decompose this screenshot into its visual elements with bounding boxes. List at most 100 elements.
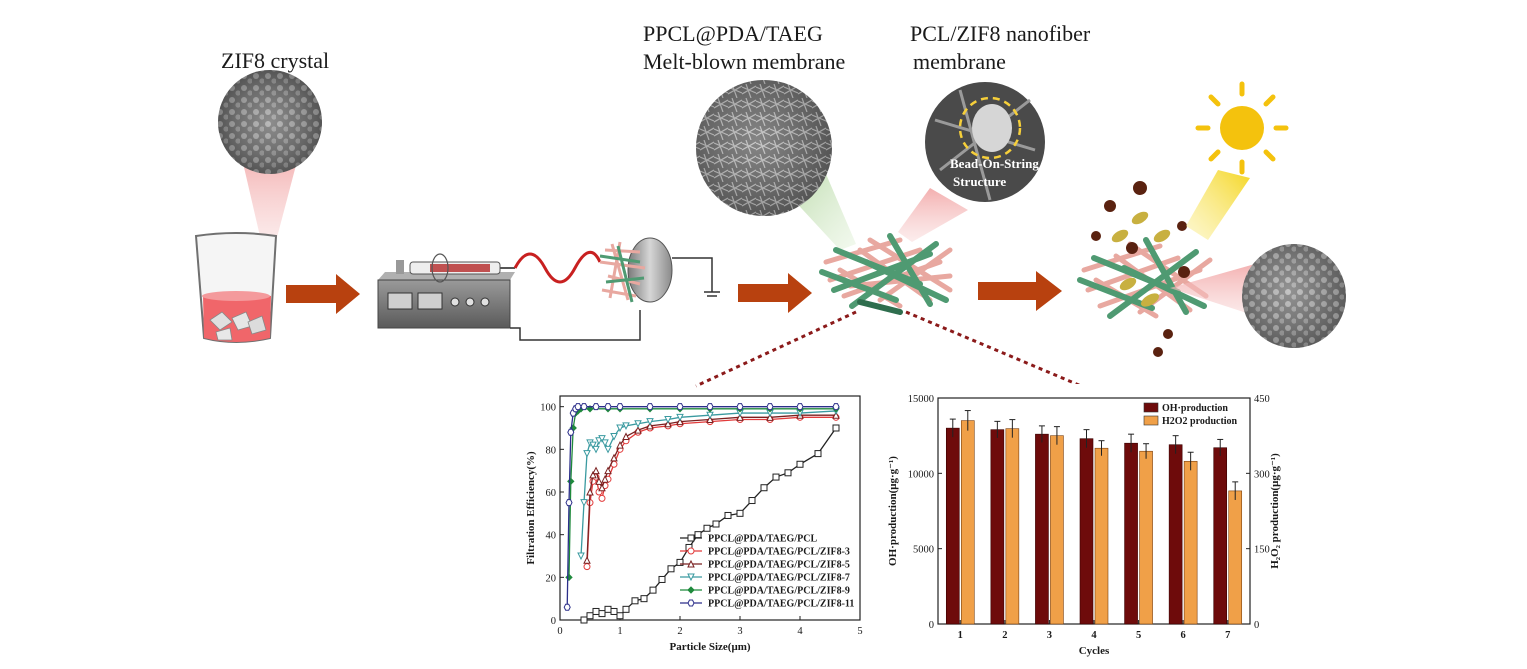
data-point (832, 424, 840, 432)
data-point (580, 616, 588, 624)
data-point (676, 417, 684, 426)
y-tick-label: 60 (546, 488, 557, 499)
legend-marker (687, 547, 695, 555)
connector-left (695, 310, 857, 388)
data-point (622, 432, 630, 441)
legend-marker (687, 573, 695, 582)
x-tick-label: 4 (797, 626, 803, 637)
data-point (610, 433, 618, 441)
x-tick-label: 2 (1002, 630, 1007, 641)
legend-entry: PPCL@PDA/TAEG/PCL/ZIF8-7 (708, 573, 850, 584)
data-point (604, 466, 612, 475)
data-point (814, 450, 822, 458)
y-axis-label: OH·production(μg·g⁻¹) (887, 456, 899, 566)
data-point (760, 484, 768, 492)
y-tick-label: 20 (546, 573, 557, 584)
data-point (646, 403, 654, 411)
data-point (712, 520, 720, 528)
data-point (592, 403, 600, 411)
data-point (586, 487, 594, 496)
y-tick-label: 0 (929, 620, 934, 631)
series-4 (577, 407, 840, 561)
data-point (646, 418, 654, 426)
y-right-tick-label: 450 (1254, 394, 1270, 405)
nanofiber-label-line2: membrane (913, 49, 1006, 74)
electrospinning-device-icon (377, 251, 641, 341)
data-point (595, 477, 603, 485)
data-point (565, 499, 573, 507)
legend-entry: PPCL@PDA/TAEG/PCL/ZIF8-9 (708, 586, 850, 597)
plot-frame (937, 397, 1251, 625)
photocatalytic-membrane (1077, 181, 1213, 357)
data-point (634, 426, 642, 434)
x-tick-label: 2 (677, 626, 682, 637)
data-point (703, 524, 711, 532)
plot-frame (559, 395, 861, 621)
data-point (772, 473, 780, 481)
legend-marker (687, 559, 695, 568)
data-point (724, 511, 732, 519)
x-tick-label: 3 (1047, 630, 1052, 641)
data-point (832, 403, 840, 411)
legend-marker (687, 586, 695, 594)
bar-h2o2-production (960, 420, 975, 625)
data-point (604, 403, 612, 411)
data-point (610, 607, 618, 615)
bar-oh-production (990, 429, 1005, 625)
series-6 (563, 403, 840, 611)
x-tick-label: 5 (857, 626, 862, 637)
legend-entry: PPCL@PDA/TAEG/PCL/ZIF8-11 (708, 599, 854, 610)
data-point (592, 607, 600, 615)
bar-h2o2-production (1228, 490, 1243, 625)
data-point (610, 453, 618, 462)
y-right-tick-label: 300 (1254, 469, 1270, 480)
beaker-icon (194, 232, 278, 343)
bar-oh-production (1035, 433, 1049, 625)
x-axis-label: Cycles (1079, 645, 1110, 657)
data-point (736, 509, 744, 517)
legend-entry: PPCL@PDA/TAEG/PCL/ZIF8-3 (708, 547, 850, 558)
data-point (676, 403, 684, 411)
data-point (577, 552, 585, 561)
legend-entry: H2O2 production (1162, 416, 1238, 427)
data-point (658, 575, 666, 583)
bar-h2o2-production (1094, 447, 1109, 625)
y-right-axis-label: H₂O₂ production(μg·g⁻¹) (1269, 453, 1281, 569)
data-point (616, 612, 624, 620)
y-tick-label: 0 (551, 616, 556, 627)
data-point (598, 494, 606, 502)
bar-h2o2-production (1050, 435, 1064, 625)
x-tick-label: 0 (557, 626, 562, 637)
data-point (694, 531, 702, 539)
data-point (580, 499, 588, 507)
data-point (766, 403, 774, 411)
bar-h2o2-production (1005, 428, 1020, 625)
ground-icon (704, 291, 720, 297)
data-point (649, 586, 657, 594)
data-point (706, 415, 714, 423)
data-point (616, 403, 624, 411)
data-point (646, 421, 654, 430)
meltblown-label-line2: Melt-blown membrane (643, 49, 846, 74)
connector-right (905, 310, 1087, 390)
bar-h2o2-production (1183, 460, 1198, 625)
data-point (563, 603, 571, 611)
data-point (748, 497, 756, 505)
data-point (631, 597, 639, 605)
data-point (598, 435, 606, 443)
data-point (766, 413, 774, 421)
x-tick-label: 7 (1225, 630, 1230, 641)
legend-marker (687, 599, 695, 607)
data-point (736, 403, 744, 411)
bar-oh-production (945, 427, 960, 625)
y-tick-label: 40 (546, 531, 557, 542)
series-line (568, 408, 836, 578)
data-point (589, 470, 597, 479)
data-point (604, 605, 612, 613)
legend-swatch (1143, 402, 1159, 413)
data-point (589, 441, 597, 450)
data-point (832, 411, 840, 419)
